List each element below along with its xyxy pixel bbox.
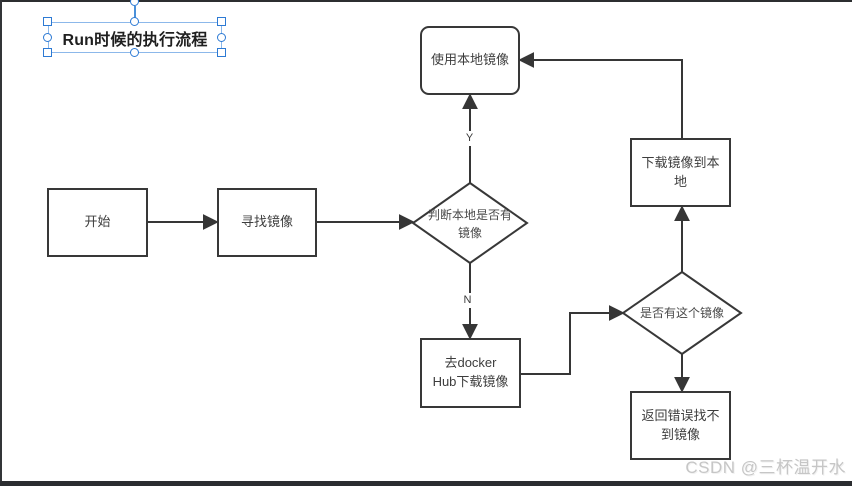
node-find-image-label: 寻找镜像 — [240, 214, 293, 230]
rotation-handle-stem — [134, 6, 136, 19]
page-title[interactable]: Run时候的执行流程 — [62, 31, 208, 49]
resize-handle-middle-right[interactable] — [217, 33, 226, 42]
resize-handle-top-left[interactable] — [43, 17, 52, 26]
node-return-error-label: 返回错误找不 到镜像 — [641, 407, 720, 442]
node-download-local-label: 下载镜像到本 地 — [641, 154, 720, 189]
resize-handle-top-right[interactable] — [217, 17, 226, 26]
resize-handle-bottom-right[interactable] — [217, 48, 226, 57]
resize-handle-bottom-center[interactable] — [130, 48, 139, 57]
resize-handle-bottom-left[interactable] — [43, 48, 52, 57]
resize-handle-top-center[interactable] — [130, 17, 139, 26]
page-border-bottom — [0, 481, 852, 486]
edge-label-no: N — [460, 293, 475, 308]
node-check-local-label: 判断本地是否有 镜像 — [427, 208, 512, 240]
page-border-left — [0, 0, 2, 486]
connector-download-to-use-local[interactable] — [518, 52, 683, 138]
node-return-error[interactable]: 返回错误找不 到镜像 — [630, 391, 731, 460]
node-use-local-label: 使用本地镜像 — [430, 52, 509, 68]
node-use-local[interactable]: 使用本地镜像 — [420, 26, 520, 95]
node-check-hub-label: 是否有这个镜像 — [639, 306, 724, 320]
csdn-watermark: CSDN @三杯温开水 — [685, 458, 846, 477]
node-go-dockerhub-label: 去docker Hub下载镜像 — [432, 355, 509, 389]
node-go-dockerhub[interactable]: 去docker Hub下载镜像 — [420, 338, 521, 408]
page-border-top — [0, 0, 852, 2]
node-download-local[interactable]: 下载镜像到本 地 — [630, 138, 731, 207]
node-start[interactable]: 开始 — [47, 188, 148, 257]
node-start-label: 开始 — [84, 214, 111, 230]
edge-label-yes: Y — [462, 131, 477, 146]
resize-handle-middle-left[interactable] — [43, 33, 52, 42]
node-find-image[interactable]: 寻找镜像 — [217, 188, 317, 257]
connector-dockerhub-to-check-hub[interactable] — [521, 305, 625, 375]
rotation-handle[interactable] — [130, 0, 139, 6]
